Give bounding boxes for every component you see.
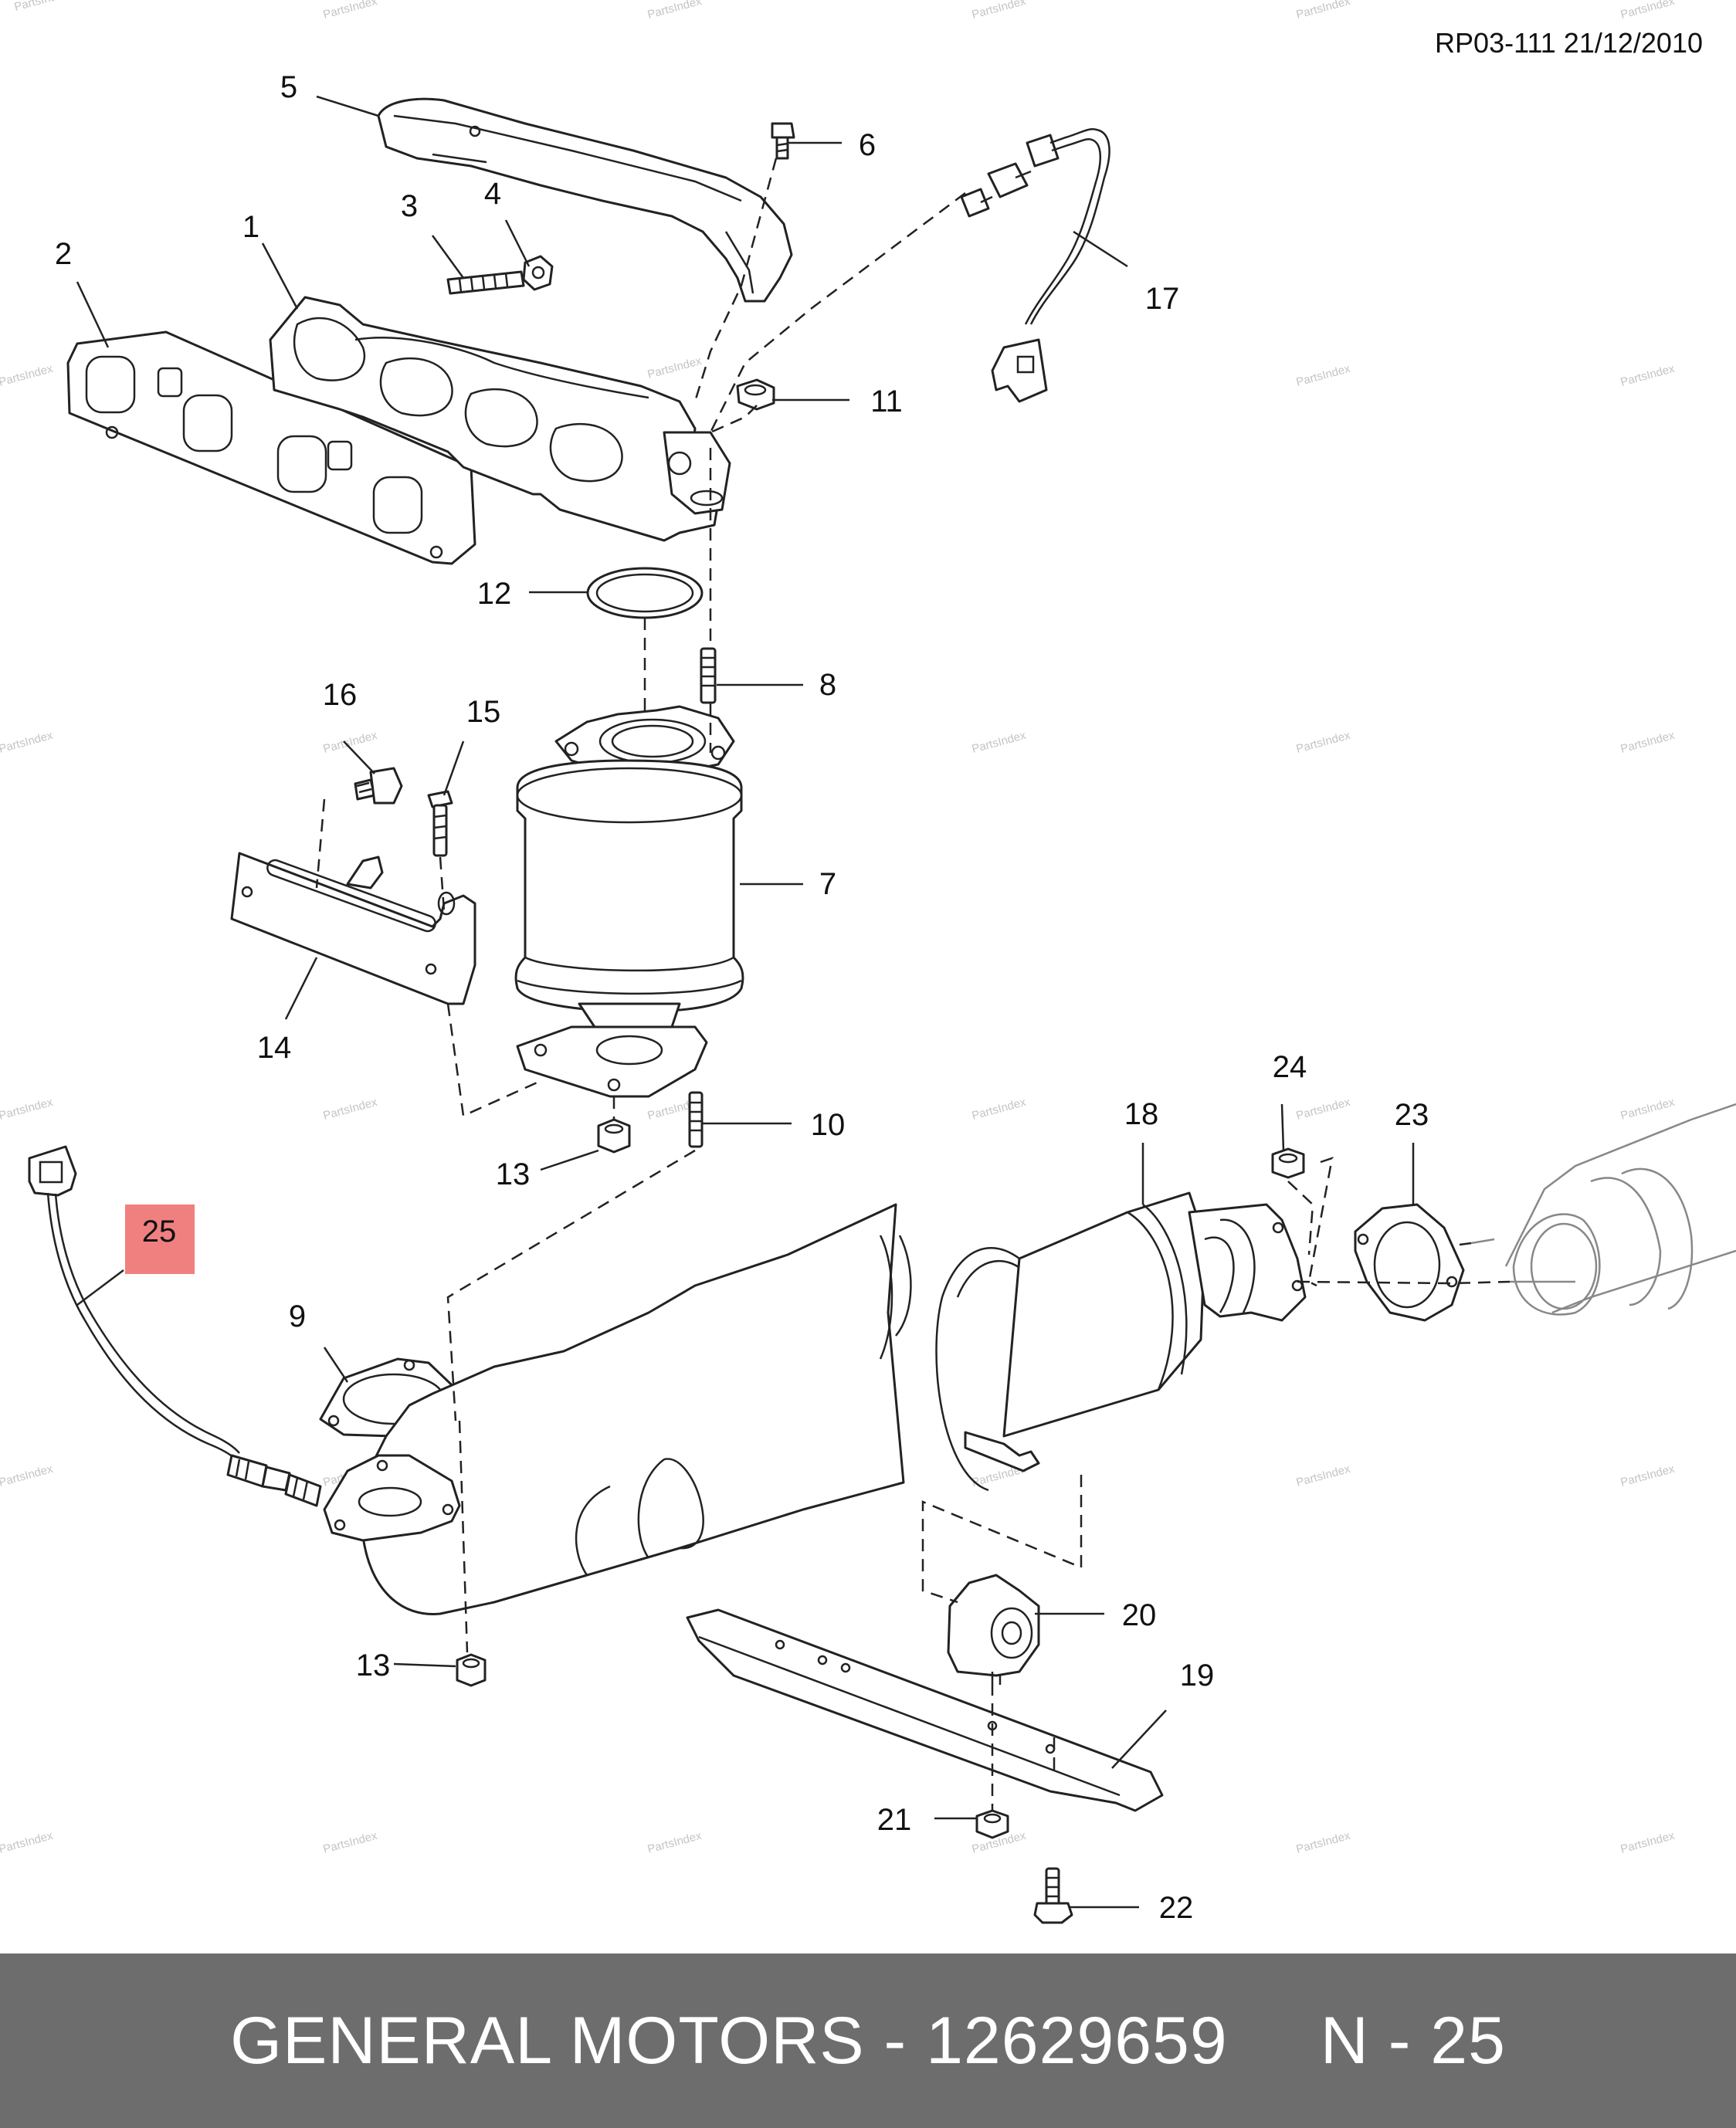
watermark: PartsIndex [646, 1829, 704, 1856]
highlight-box [125, 1205, 195, 1274]
watermark: PartsIndex [646, 354, 704, 381]
callout-19[interactable]: 19 [1180, 1659, 1215, 1693]
callout-15[interactable]: 15 [466, 695, 501, 729]
watermark: PartsIndex [971, 1096, 1028, 1123]
manifold-stud[interactable] [446, 270, 525, 295]
converter-outlet-stud[interactable] [688, 1091, 704, 1148]
footer-bar: GENERAL MOTORS - 12629659 N - 25 [0, 1953, 1736, 2128]
exhaust-crossmember-bracket[interactable] [686, 1608, 1164, 1812]
bracket-bolt-lower[interactable] [1033, 1867, 1073, 1924]
watermark: PartsIndex [0, 729, 55, 756]
diagram-reference: RP03-111 21/12/2010 [1435, 27, 1703, 59]
callout-1[interactable]: 1 [242, 210, 259, 244]
watermark: PartsIndex [1619, 1829, 1677, 1856]
callout-22[interactable]: 22 [1159, 1891, 1194, 1925]
exhaust-hanger-insulator[interactable] [947, 1574, 1040, 1685]
callout-13-lower[interactable]: 13 [356, 1649, 391, 1682]
exhaust-parts-diagram: PartsIndex PartsIndex PartsIndex PartsIn… [0, 0, 1736, 1925]
watermark: PartsIndex [971, 0, 1028, 22]
watermark: PartsIndex [322, 729, 379, 756]
callout-6[interactable]: 6 [859, 128, 876, 162]
watermark: PartsIndex [1619, 0, 1677, 22]
callout-8[interactable]: 8 [819, 668, 836, 702]
watermark: PartsIndex [1295, 1462, 1352, 1489]
downstream-oxygen-sensor[interactable] [28, 1145, 322, 1507]
footer-part-number: GENERAL MOTORS - 12629659 [230, 2003, 1228, 2078]
manifold-nut[interactable] [522, 255, 554, 291]
callout-25[interactable]: 25 [142, 1215, 177, 1249]
rear-flange-gasket[interactable] [1354, 1203, 1465, 1322]
watermark: PartsIndex [1295, 362, 1352, 389]
callout-11[interactable]: 11 [870, 385, 903, 418]
converter-bracket[interactable] [230, 852, 476, 1005]
converter-gasket-ring[interactable] [586, 567, 704, 619]
watermark: PartsIndex [0, 1462, 55, 1489]
callout-18[interactable]: 18 [1124, 1097, 1159, 1131]
watermark: PartsIndex [1295, 1096, 1352, 1123]
callout-21[interactable]: 21 [877, 1803, 912, 1837]
watermark: PartsIndex [1619, 729, 1677, 756]
bracket-nut[interactable] [975, 1809, 1009, 1839]
exhaust-manifold[interactable] [269, 296, 731, 542]
watermark: PartsIndex [322, 1829, 379, 1856]
watermark: PartsIndex [1619, 1462, 1677, 1489]
converter-outlet-nut[interactable] [597, 1118, 631, 1154]
exhaust-pipe-nut[interactable] [456, 1653, 487, 1687]
callout-14[interactable]: 14 [257, 1031, 292, 1065]
callout-labels: 5 6 1 3 4 2 17 11 12 8 16 15 7 14 24 18 … [55, 70, 1429, 1925]
rear-flange-nut[interactable] [1271, 1147, 1305, 1179]
watermark: PartsIndex [322, 1096, 379, 1123]
watermark: PartsIndex [322, 0, 379, 22]
assembly-lines [315, 158, 1511, 1811]
watermark: PartsIndex [0, 362, 55, 389]
watermark: PartsIndex [1295, 0, 1352, 22]
manifold-flange-nut[interactable] [736, 378, 775, 411]
callout-20[interactable]: 20 [1122, 1598, 1157, 1632]
catalytic-converter[interactable] [514, 705, 744, 1098]
converter-stud[interactable] [700, 647, 717, 704]
watermark: PartsIndex [13, 0, 70, 14]
manifold-gasket[interactable] [66, 330, 476, 565]
watermark: PartsIndex [1619, 1096, 1677, 1123]
footer-position: N - 25 [1320, 2003, 1506, 2078]
callout-7[interactable]: 7 [819, 867, 836, 901]
callout-16[interactable]: 16 [323, 678, 358, 712]
watermark: PartsIndex [0, 1829, 55, 1856]
watermark: PartsIndex [1295, 1829, 1352, 1856]
callout-12[interactable]: 12 [477, 577, 512, 611]
leader-lines [76, 95, 1415, 1909]
callout-24[interactable]: 24 [1273, 1050, 1307, 1084]
heat-shield-bolt[interactable] [771, 122, 795, 160]
callout-2[interactable]: 2 [55, 237, 72, 271]
callout-5[interactable]: 5 [280, 70, 297, 104]
watermark: PartsIndex [1295, 729, 1352, 756]
upstream-oxygen-sensor[interactable] [960, 128, 1110, 403]
watermark: PartsIndex [971, 729, 1028, 756]
callout-4[interactable]: 4 [484, 177, 501, 211]
callout-9[interactable]: 9 [289, 1300, 306, 1333]
callout-10[interactable]: 10 [811, 1108, 846, 1142]
callout-3[interactable]: 3 [401, 189, 418, 223]
manifold-heat-shield[interactable] [377, 97, 793, 303]
exhaust-pipe-converter[interactable] [323, 1191, 1307, 1615]
watermark-layer: PartsIndex PartsIndex PartsIndex PartsIn… [0, 0, 1677, 1856]
watermark: PartsIndex [1619, 362, 1677, 389]
callout-17[interactable]: 17 [1145, 282, 1180, 316]
bracket-bolt[interactable] [354, 767, 403, 805]
bracket-stud[interactable] [427, 790, 453, 857]
callout-23[interactable]: 23 [1395, 1098, 1429, 1132]
callout-13-upper[interactable]: 13 [496, 1157, 531, 1191]
adjacent-muffler-ghost [1470, 1103, 1736, 1316]
watermark: PartsIndex [0, 1096, 55, 1123]
watermark: PartsIndex [646, 0, 704, 22]
